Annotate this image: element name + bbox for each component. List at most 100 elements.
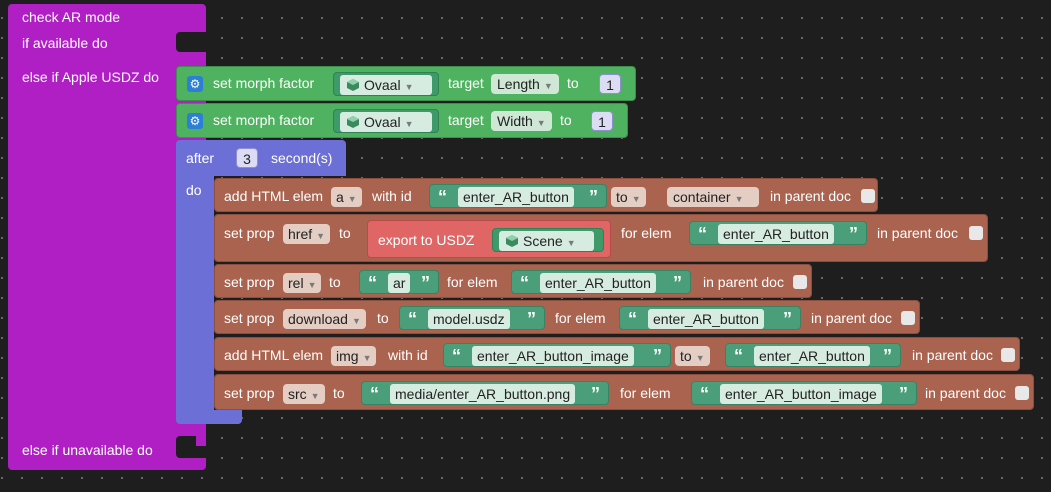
tag-dropdown[interactable]: img▼ [331,346,377,366]
morph-value-input[interactable]: 1 [591,111,613,131]
set-morph-factor-block-2[interactable]: ⚙ set morph factor Ovaal▼ target Width▼ … [176,103,628,138]
for-elem-label: for elem [447,274,498,290]
set-morph-factor-label: set morph factor [213,112,315,128]
dropdown-arrow-icon[interactable]: ▼ [566,238,576,248]
dropdown-arrow-icon[interactable]: ▼ [536,118,546,128]
in-parent-doc-label: in parent doc [912,347,993,363]
dropdown-arrow-icon[interactable]: ▼ [631,194,641,204]
scene-selector[interactable]: Scene▼ [492,228,604,252]
quote-icon: “ [698,224,707,244]
target-dropdown[interactable]: Length▼ [491,74,559,94]
quote-icon: “ [520,273,529,293]
with-id-label: with id [372,188,412,204]
dropdown-arrow-icon[interactable]: ▼ [310,391,320,401]
in-parent-doc-label: in parent doc [703,274,784,290]
dropdown-arrow-icon[interactable]: ▼ [347,194,357,204]
add-html-elem-block-2[interactable]: add HTML elem img▼ with id “ enter_AR_bu… [214,337,1020,371]
quote-icon: “ [438,187,447,207]
tag-dropdown[interactable]: a▼ [331,187,362,207]
value-string[interactable]: “ media/enter_AR_button.png ” [361,381,609,405]
to-dropdown[interactable]: to▼ [611,187,646,207]
elem-string[interactable]: “ enter_AR_button ” [511,270,691,294]
elem-string[interactable]: “ enter_AR_button_image ” [691,381,917,405]
checkbox-icon[interactable] [861,189,875,203]
target-value: Width [497,113,533,129]
to-dropdown[interactable]: to▼ [675,346,710,366]
to-text: enter_AR_button [754,346,870,366]
dropdown-arrow-icon[interactable]: ▼ [404,82,414,92]
elem-string[interactable]: “ enter_AR_button ” [689,221,867,245]
for-elem-label: for elem [555,310,606,326]
checkbox-icon[interactable] [901,311,915,325]
target-dropdown[interactable]: Width▼ [491,111,552,131]
checkbox-icon[interactable] [1015,386,1029,400]
dropdown-arrow-icon[interactable]: ▼ [307,280,317,290]
value-string[interactable]: “ ar ” [359,270,439,294]
elem-string[interactable]: “ enter_AR_button ” [619,306,801,330]
set-prop-src-block[interactable]: set prop src▼ to “ media/enter_AR_button… [214,374,1034,410]
quote-icon: “ [734,346,743,366]
prop-value: rel [288,275,304,291]
seconds-unit-label: second(s) [271,150,333,166]
checkbox-icon[interactable] [793,275,807,289]
to-string[interactable]: “ enter_AR_button ” [725,343,901,367]
export-to-usdz-block[interactable]: export to USDZ Scene▼ [367,220,611,258]
set-prop-label: set prop [224,274,275,290]
dropdown-arrow-icon[interactable]: ▼ [543,81,553,91]
dropdown-arrow-icon[interactable]: ▼ [362,353,372,363]
checkbox-icon[interactable] [969,226,983,240]
dropdown-arrow-icon[interactable]: ▼ [316,231,326,241]
prop-dropdown[interactable]: download▼ [283,309,366,329]
seconds-value: 3 [243,151,251,167]
id-string[interactable]: “ enter_AR_button_image ” [443,343,671,367]
morph-value: 1 [598,114,606,130]
if-available-label: if available do [22,35,108,51]
elem-text: enter_AR_button [718,224,834,244]
value-text: media/enter_AR_button.png [390,384,576,404]
target-label: target [448,112,484,128]
set-prop-rel-block[interactable]: set prop rel▼ to “ ar ” for elem “ enter… [214,264,812,298]
add-html-elem-block-1[interactable]: add HTML elem a▼ with id “ enter_AR_butt… [214,178,878,212]
elem-text: enter_AR_button [540,273,656,293]
checkbox-icon[interactable] [1001,348,1015,362]
with-id-label: with id [388,347,428,363]
in-parent-doc-label: in parent doc [877,225,958,241]
after-seconds-block[interactable] [176,140,346,176]
dropdown-arrow-icon[interactable]: ▼ [734,194,744,204]
value-string[interactable]: “ model.usdz ” [399,306,545,330]
elem-text: enter_AR_button [648,309,764,329]
dropdown-arrow-icon[interactable]: ▼ [695,353,705,363]
quote-icon: ” [883,346,892,366]
to-value: to [680,348,692,364]
quote-icon: “ [408,309,417,329]
prop-dropdown[interactable]: src▼ [283,384,325,404]
set-prop-label: set prop [224,310,275,326]
prop-value: src [288,386,307,402]
set-prop-href-block[interactable]: set prop href▼ to export to USDZ Scene▼ … [214,214,988,262]
check-ar-mode-block[interactable] [8,4,206,470]
prop-dropdown[interactable]: href▼ [283,224,331,244]
object-selector[interactable]: Ovaal▼ [333,109,439,133]
set-prop-download-block[interactable]: set prop download▼ to “ model.usdz ” for… [214,300,920,334]
dropdown-arrow-icon[interactable]: ▼ [404,119,414,129]
quote-icon: ” [589,187,598,207]
morph-value-input[interactable]: 1 [599,74,621,94]
prop-dropdown[interactable]: rel▼ [283,273,322,293]
prop-value: download [288,311,348,327]
set-morph-factor-block-1[interactable]: ⚙ set morph factor Ovaal▼ target Length▼… [176,66,636,101]
quote-icon: “ [368,273,377,293]
id-string[interactable]: “ enter_AR_button ” [429,184,607,208]
gear-icon[interactable]: ⚙ [187,113,203,129]
tag-value: a [336,189,344,205]
elem-text: enter_AR_button_image [720,384,882,404]
object-selector[interactable]: Ovaal▼ [333,72,439,96]
seconds-input[interactable]: 3 [236,148,258,168]
to-value: to [616,189,628,205]
in-parent-doc-label: in parent doc [811,310,892,326]
dropdown-arrow-icon[interactable]: ▼ [351,316,361,326]
id-text: enter_AR_button [458,187,574,207]
container-dropdown[interactable]: container▼ [667,187,759,207]
export-to-usdz-label: export to USDZ [378,232,475,248]
gear-icon[interactable]: ⚙ [187,76,203,92]
id-text: enter_AR_button_image [472,346,634,366]
